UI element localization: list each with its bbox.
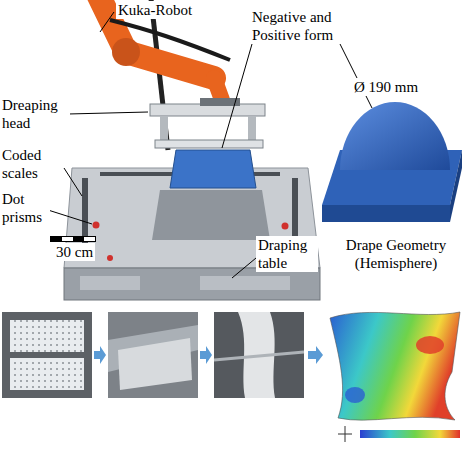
form-label: Negative and Positive form: [250, 8, 362, 44]
scale-bar-label: 30 cm: [54, 243, 95, 261]
head-label: Dreaping head: [0, 96, 70, 132]
scales-label: Coded scales: [0, 146, 62, 182]
dimension-label: Ø 190 mm: [352, 78, 420, 96]
prisms-label: Dot prisms: [0, 190, 50, 226]
table-label: Draping table: [256, 236, 318, 272]
geometry-label: Drape Geometry (Hemisphere): [330, 236, 462, 272]
robot-label: Kuka-Robot: [116, 1, 194, 19]
